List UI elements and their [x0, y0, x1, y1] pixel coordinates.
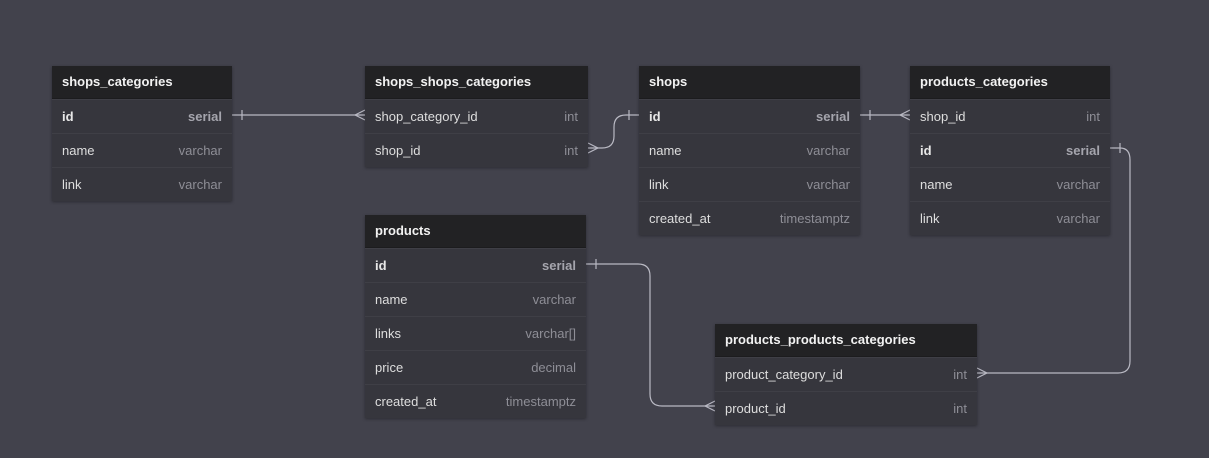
column-row-id[interactable]: id serial [365, 248, 586, 282]
column-row-name[interactable]: name varchar [910, 167, 1110, 201]
column-type: varchar [1056, 211, 1100, 226]
column-name: price [375, 360, 404, 375]
column-type: varchar [806, 177, 850, 192]
column-type: int [564, 109, 578, 124]
table-products[interactable]: products id serial name varchar links va… [365, 215, 586, 418]
column-type: decimal [531, 360, 576, 375]
column-type: int [564, 143, 578, 158]
table-title[interactable]: shops_categories [52, 66, 232, 99]
column-row-price[interactable]: price decimal [365, 350, 586, 384]
column-name: shop_id [920, 109, 966, 124]
column-type: varchar [806, 143, 850, 158]
column-type: serial [188, 109, 222, 124]
table-shops-categories[interactable]: shops_categories id serial name varchar … [52, 66, 232, 201]
column-row-link[interactable]: link varchar [639, 167, 860, 201]
column-row-links[interactable]: links varchar[] [365, 316, 586, 350]
table-products-products-categories[interactable]: products_products_categories product_cat… [715, 324, 977, 425]
column-row-id[interactable]: id serial [52, 99, 232, 133]
column-name: name [649, 143, 682, 158]
table-title[interactable]: shops [639, 66, 860, 99]
column-name: link [920, 211, 940, 226]
column-name: id [920, 143, 932, 158]
column-type: timestamptz [505, 394, 576, 409]
column-type: int [953, 401, 967, 416]
table-title[interactable]: products [365, 215, 586, 248]
column-row-link[interactable]: link varchar [52, 167, 232, 201]
column-type: serial [1066, 143, 1100, 158]
column-type: varchar [1056, 177, 1100, 192]
column-name: name [62, 143, 95, 158]
column-row-shop-id[interactable]: shop_id int [910, 99, 1110, 133]
table-title[interactable]: products_categories [910, 66, 1110, 99]
column-type: int [953, 367, 967, 382]
column-type: varchar [532, 292, 576, 307]
relation-shops-categories-to-shops-shops-categories[interactable] [232, 109, 366, 121]
column-type: varchar[] [525, 326, 576, 341]
relation-products-to-products-products-categories[interactable] [586, 259, 716, 412]
column-type: timestamptz [779, 211, 850, 226]
column-name: name [920, 177, 953, 192]
relation-shops-to-products-categories[interactable] [860, 109, 911, 121]
column-row-name[interactable]: name varchar [639, 133, 860, 167]
column-name: shop_category_id [375, 109, 478, 124]
table-shops[interactable]: shops id serial name varchar link varcha… [639, 66, 860, 235]
table-products-categories[interactable]: products_categories shop_id int id seria… [910, 66, 1110, 235]
column-type: int [1086, 109, 1100, 124]
table-shops-shops-categories[interactable]: shops_shops_categories shop_category_id … [365, 66, 588, 167]
column-name: created_at [375, 394, 437, 409]
column-name: product_id [725, 401, 786, 416]
column-name: name [375, 292, 408, 307]
relation-shops-to-shops-shops-categories[interactable] [587, 110, 639, 154]
column-row-product-category-id[interactable]: product_category_id int [715, 357, 977, 391]
column-name: id [62, 109, 74, 124]
column-name: id [375, 258, 387, 273]
column-row-id[interactable]: id serial [639, 99, 860, 133]
column-row-shop-category-id[interactable]: shop_category_id int [365, 99, 588, 133]
column-name: link [649, 177, 669, 192]
column-row-created-at[interactable]: created_at timestamptz [365, 384, 586, 418]
table-title[interactable]: products_products_categories [715, 324, 977, 357]
column-type: varchar [178, 143, 222, 158]
column-name: link [62, 177, 82, 192]
column-name: product_category_id [725, 367, 843, 382]
column-type: serial [542, 258, 576, 273]
column-name: created_at [649, 211, 711, 226]
column-row-product-id[interactable]: product_id int [715, 391, 977, 425]
column-row-name[interactable]: name varchar [52, 133, 232, 167]
column-row-name[interactable]: name varchar [365, 282, 586, 316]
column-name: id [649, 109, 661, 124]
column-row-shop-id[interactable]: shop_id int [365, 133, 588, 167]
column-type: varchar [178, 177, 222, 192]
column-name: links [375, 326, 402, 341]
column-row-created-at[interactable]: created_at timestamptz [639, 201, 860, 235]
table-title[interactable]: shops_shops_categories [365, 66, 588, 99]
column-row-id[interactable]: id serial [910, 133, 1110, 167]
column-row-link[interactable]: link varchar [910, 201, 1110, 235]
column-type: serial [816, 109, 850, 124]
column-name: shop_id [375, 143, 421, 158]
